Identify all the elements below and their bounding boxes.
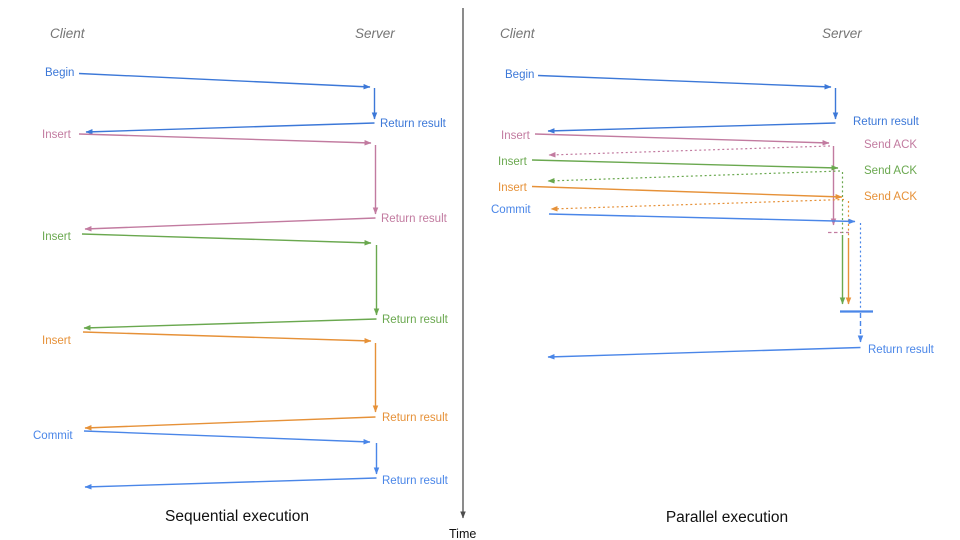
seq-begin-request-line — [78, 72, 371, 90]
left-client-header: Client — [50, 26, 86, 41]
par-insert2-request-line — [531, 159, 839, 171]
seq-insert2-label: Insert — [42, 231, 72, 243]
par-insert3-request-line — [531, 185, 843, 200]
seq-commit-return-line — [84, 477, 377, 490]
seq-insert3-return-line — [84, 416, 376, 431]
par-begin-return-label: Return result — [853, 116, 920, 128]
seq-insert1-return-label: Return result — [381, 213, 448, 225]
seq-insert3-request-line — [82, 331, 372, 344]
par-insert2-ack-line — [547, 170, 841, 184]
seq-insert3-return-label: Return result — [382, 412, 449, 424]
seq-insert1-label: Insert — [42, 129, 72, 141]
left-server-header: Server — [355, 26, 395, 41]
right-client-header: Client — [500, 26, 536, 41]
par-commit-return-label: Return result — [868, 344, 935, 356]
parallel-caption: Parallel execution — [666, 509, 788, 526]
par-insert3-label: Insert — [498, 182, 528, 194]
par-commit-return-line — [547, 346, 861, 360]
seq-begin-return-label: Return result — [380, 118, 447, 130]
seq-commit-return-label: Return result — [382, 475, 449, 487]
par-insert3-ack-label: Send ACK — [864, 191, 917, 203]
par-commit-request-line — [548, 213, 856, 225]
seq-insert2-request-line — [81, 233, 372, 246]
seq-insert1-request-line — [78, 133, 372, 146]
seq-insert3-label: Insert — [42, 335, 72, 347]
seq-insert2-return-label: Return result — [382, 314, 449, 326]
par-insert2-label: Insert — [498, 156, 528, 168]
par-insert3-ack-line — [550, 198, 845, 212]
par-insert2-ack-label: Send ACK — [864, 165, 917, 177]
par-insert1-request-line — [534, 133, 830, 146]
seq-begin-return-line — [85, 122, 375, 135]
par-begin-request-line — [537, 74, 832, 90]
par-begin-label: Begin — [505, 69, 534, 81]
par-insert1-label: Insert — [501, 130, 531, 142]
right-server-header: Server — [822, 26, 862, 41]
par-insert1-ack-line — [548, 145, 831, 158]
par-commit-label: Commit — [491, 204, 531, 216]
seq-commit-label: Commit — [33, 430, 73, 442]
par-begin-return-line — [547, 122, 836, 134]
seq-insert2-return-line — [83, 318, 377, 331]
seq-begin-label: Begin — [45, 67, 74, 79]
time-axis-label: Time — [449, 527, 476, 540]
seq-commit-request-line — [83, 430, 371, 445]
seq-insert1-return-line — [84, 217, 376, 232]
par-insert1-ack-label: Send ACK — [864, 139, 917, 151]
sequential-caption: Sequential execution — [165, 508, 309, 525]
